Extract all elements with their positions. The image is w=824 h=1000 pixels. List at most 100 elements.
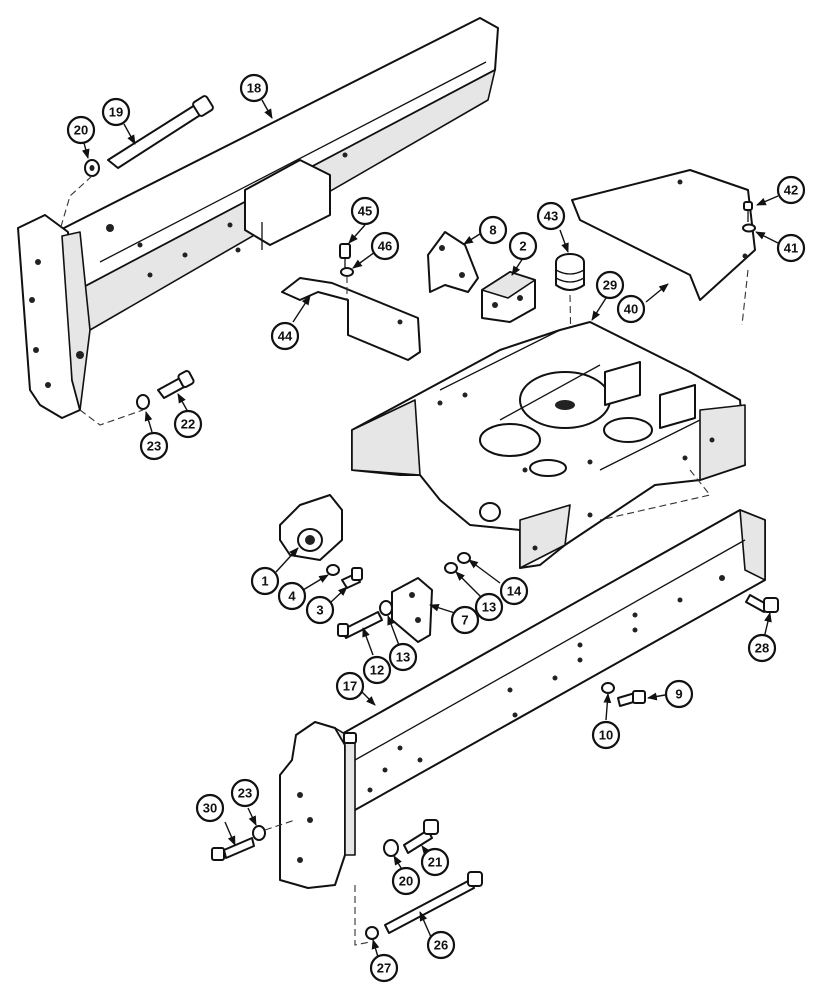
bracket-44	[281, 277, 421, 361]
washer-23-lower	[252, 825, 266, 841]
svg-text:2: 2	[519, 239, 526, 254]
svg-text:23: 23	[147, 439, 161, 454]
washer-41	[742, 223, 756, 233]
callout-20-lower: 20	[391, 866, 421, 896]
callout-21: 21	[420, 847, 450, 877]
svg-text:3: 3	[316, 603, 323, 618]
washer-13-lower	[379, 600, 393, 616]
callout-7: 7	[450, 605, 480, 635]
svg-text:40: 40	[624, 302, 638, 317]
mount-1	[279, 494, 343, 561]
bolt-12	[337, 611, 383, 639]
bolt-21	[403, 819, 439, 854]
bracket-7	[391, 577, 433, 643]
callout-41: 41	[776, 233, 806, 263]
svg-text:23: 23	[238, 786, 252, 801]
leader-lines	[81, 99, 779, 958]
callout-3: 3	[305, 595, 335, 625]
washer-46	[340, 267, 354, 277]
plug-43	[555, 253, 585, 291]
washer-13-upper	[444, 562, 458, 574]
svg-text:21: 21	[428, 855, 442, 870]
plate-40	[571, 169, 756, 301]
callout-23: 23	[139, 431, 169, 461]
svg-text:27: 27	[377, 961, 391, 976]
svg-text:1: 1	[261, 574, 268, 589]
callout-13-upper: 13	[474, 592, 504, 622]
svg-text:17: 17	[343, 679, 357, 694]
callout-1: 1	[250, 566, 280, 596]
svg-text:45: 45	[358, 204, 372, 219]
callout-4: 4	[277, 581, 307, 611]
callout-19: 19	[101, 97, 131, 127]
callout-45: 45	[350, 196, 380, 226]
svg-text:43: 43	[544, 209, 558, 224]
svg-text:9: 9	[675, 687, 682, 702]
svg-text:20: 20	[74, 123, 88, 138]
center-frame	[351, 321, 746, 569]
bolt-45	[339, 243, 351, 270]
washer-20-lower	[383, 839, 399, 857]
svg-text:42: 42	[784, 183, 798, 198]
svg-text:46: 46	[378, 239, 392, 254]
lower-side-rail	[279, 509, 766, 889]
bolt-42	[743, 201, 753, 222]
svg-text:20: 20	[399, 874, 413, 889]
bolt-22	[157, 370, 195, 399]
callout-46: 46	[370, 231, 400, 261]
svg-text:10: 10	[599, 728, 613, 743]
callout-26: 26	[426, 930, 456, 960]
svg-text:30: 30	[203, 801, 217, 816]
callout-14: 14	[499, 576, 529, 606]
callout-43: 43	[536, 201, 566, 231]
svg-text:14: 14	[507, 584, 522, 599]
callout-44: 44	[270, 321, 300, 351]
svg-text:13: 13	[396, 650, 410, 665]
callout-40: 40	[616, 294, 646, 324]
svg-text:12: 12	[370, 663, 384, 678]
svg-text:22: 22	[181, 417, 195, 432]
mount-8	[427, 231, 479, 293]
bolt-9	[617, 690, 646, 707]
callout-22: 22	[173, 409, 203, 439]
bolt-19	[107, 95, 214, 169]
bolt-30	[211, 837, 255, 861]
callout-8: 8	[478, 215, 508, 245]
callout-27: 27	[369, 953, 399, 983]
upper-side-rail	[17, 17, 499, 419]
callout-28: 28	[747, 633, 777, 663]
callout-18: 18	[239, 73, 269, 103]
washer-23-upper	[136, 394, 150, 410]
svg-text:4: 4	[288, 589, 296, 604]
callout-30: 30	[195, 793, 225, 823]
svg-text:26: 26	[434, 938, 448, 953]
bolt-26	[384, 871, 483, 934]
mount-2	[481, 271, 536, 323]
callout-2: 2	[508, 231, 538, 261]
callout-10: 10	[591, 720, 621, 750]
callout-9: 9	[664, 679, 694, 709]
washer-4	[326, 564, 340, 576]
svg-text:13: 13	[482, 600, 496, 615]
svg-text:8: 8	[489, 223, 496, 238]
callout-12: 12	[362, 655, 392, 685]
callout-17: 17	[335, 671, 365, 701]
callout-13-lower: 13	[388, 642, 418, 672]
callout-23-lower: 23	[230, 778, 260, 808]
callout-20: 20	[66, 115, 96, 145]
washer-27	[365, 926, 379, 940]
svg-text:29: 29	[603, 278, 617, 293]
bolt-28	[745, 594, 779, 613]
callout-29: 29	[595, 270, 625, 300]
nut-14	[457, 552, 471, 564]
bolt-3	[341, 567, 363, 589]
svg-text:41: 41	[784, 241, 798, 256]
svg-text:18: 18	[247, 81, 261, 96]
washer-10	[601, 682, 615, 694]
svg-text:28: 28	[755, 641, 769, 656]
callout-42: 42	[776, 175, 806, 205]
svg-text:19: 19	[109, 105, 123, 120]
svg-text:44: 44	[278, 329, 293, 344]
svg-text:7: 7	[461, 613, 468, 628]
